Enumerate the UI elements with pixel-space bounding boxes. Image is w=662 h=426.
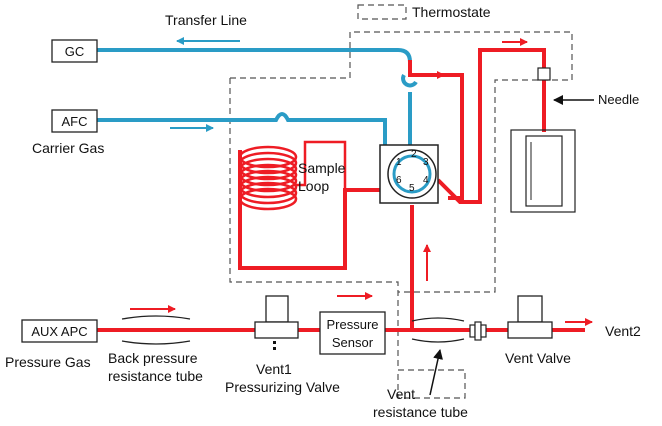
thermostat-legend-swatch bbox=[357, 4, 407, 20]
pressurizing-valve-label: Pressurizing Valve bbox=[225, 379, 340, 395]
resistance-tube-marks bbox=[121, 315, 465, 345]
carrier-gas-label: Carrier Gas bbox=[32, 140, 104, 156]
thermostat-legend-label: Thermostate bbox=[412, 4, 491, 20]
pressure-sensor-line1: Pressure bbox=[326, 317, 378, 332]
vent2-label: Vent2 bbox=[605, 323, 641, 339]
back-pressure-label-1: Back pressure bbox=[108, 350, 198, 366]
pressure-sensor-box bbox=[319, 311, 386, 355]
valve-port-5: 5 bbox=[409, 183, 415, 194]
thermostat-region bbox=[229, 31, 573, 399]
vent-fitting bbox=[469, 321, 487, 341]
vent-resistance-label-2: resistance tube bbox=[373, 404, 468, 420]
vent-valve bbox=[507, 295, 553, 339]
afc-box bbox=[51, 109, 98, 133]
sample-loop-coil bbox=[238, 140, 347, 211]
needle-assembly bbox=[510, 67, 576, 213]
needle-label: Needle bbox=[598, 92, 639, 107]
vent-valve-label: Vent Valve bbox=[505, 350, 571, 366]
pressure-gas-lines bbox=[97, 48, 585, 332]
pressure-gas-label: Pressure Gas bbox=[5, 354, 91, 370]
rotary-valve bbox=[379, 144, 439, 204]
vent1-label: Vent1 bbox=[256, 361, 292, 377]
gc-box-label: GC bbox=[65, 44, 85, 59]
valve-port-3: 3 bbox=[423, 157, 429, 168]
pressurizing-valve bbox=[254, 295, 299, 350]
valve-port-2: 2 bbox=[411, 149, 417, 160]
gc-box bbox=[51, 39, 98, 63]
sample-loop-label-2: Loop bbox=[298, 178, 329, 194]
back-pressure-label-2: resistance tube bbox=[108, 368, 203, 384]
aux-apc-box-label: AUX APC bbox=[31, 324, 87, 339]
valve-port-1: 1 bbox=[396, 157, 402, 168]
flow-arrows bbox=[130, 38, 593, 326]
valve-port-4: 4 bbox=[423, 175, 429, 186]
aux-apc-box bbox=[21, 319, 98, 343]
afc-box-label: AFC bbox=[62, 114, 88, 129]
valve-port-labels: 1 2 3 4 5 6 bbox=[396, 149, 429, 194]
sample-loop-label-1: Sample bbox=[298, 160, 346, 176]
vent-resistance-label-1: Vent bbox=[387, 386, 415, 402]
pressure-sensor-line2: Sensor bbox=[332, 335, 374, 350]
vent-resistance-pointer bbox=[429, 349, 443, 396]
valve-port-6: 6 bbox=[396, 175, 402, 186]
transfer-line-label: Transfer Line bbox=[165, 12, 247, 28]
carrier-gas-lines bbox=[97, 48, 418, 150]
